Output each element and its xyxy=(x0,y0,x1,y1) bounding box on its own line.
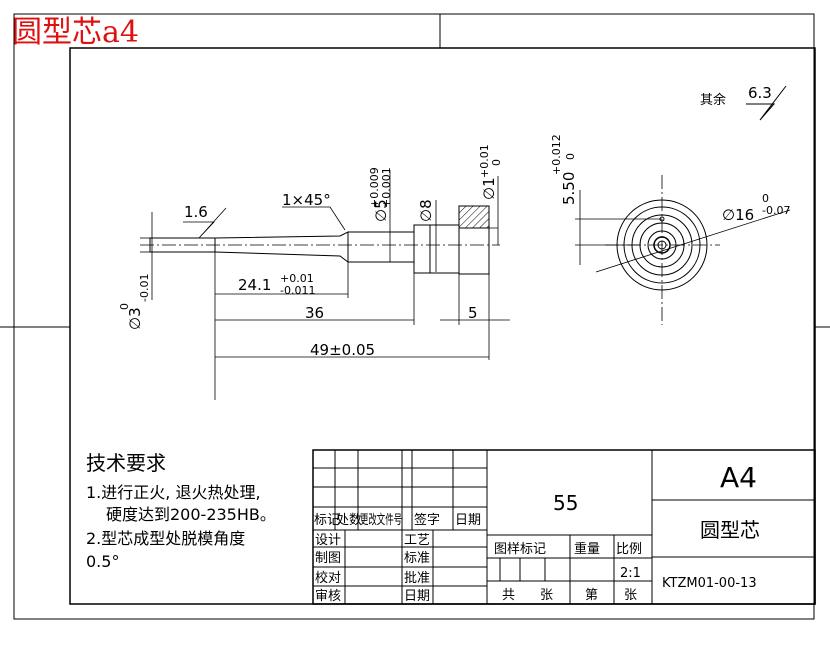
dia-3-tol-lower: -0.01 xyxy=(138,274,151,302)
dia-5-tol-lower: +0.001 xyxy=(380,167,393,208)
roughness-symbol-icon xyxy=(746,85,787,121)
dia-1-label: ∅1 xyxy=(480,177,498,200)
len-5-label: 5 xyxy=(468,304,478,322)
dia-1-tol-lower: 0 xyxy=(490,159,503,166)
len-36-label: 36 xyxy=(305,304,324,322)
tb-row-standard: 标准 xyxy=(404,551,430,566)
len-24-label: 24.1 xyxy=(238,276,271,294)
front-view-labels: 1.6 1×45° ∅3 0 -0.01 ∅5 +0.009 +0.001 ∅8… xyxy=(118,144,503,359)
tb-total-label: 共 xyxy=(502,588,515,603)
roughness-default-label: 其余 xyxy=(700,92,726,108)
dia-5-tol-upper: +0.009 xyxy=(368,167,381,208)
tech-req-heading: 技术要求 xyxy=(86,451,166,475)
len-49-label: 49±0.05 xyxy=(310,341,375,359)
front-view xyxy=(140,205,500,275)
tb-drawing-no: KTZM01-00-13 xyxy=(662,576,757,591)
tech-req-line4: 0.5° xyxy=(86,552,119,571)
tb-row-check: 校对 xyxy=(315,570,341,586)
roughness-shaft-label: 1.6 xyxy=(184,203,208,221)
tb-scale-value: 2:1 xyxy=(620,566,641,581)
title-block-grid xyxy=(312,449,816,605)
len-24-tol-upper: +0.01 xyxy=(280,272,314,285)
title-block-text: 标记 处数 更改文件号 签字 日期 设计 制图 校对 审核 工艺 标准 批准 日… xyxy=(314,461,760,604)
tb-row-approve: 批准 xyxy=(404,571,430,586)
side-view-labels: 5.50 +0.012 0 ∅16 0 -0.07 xyxy=(550,134,790,224)
tb-header-count: 处数 xyxy=(336,513,362,528)
dia-16-label: ∅16 xyxy=(722,206,754,224)
tb-sheet-no-unit: 张 xyxy=(624,588,637,603)
tb-scale-label: 比例 xyxy=(616,542,642,557)
tb-row-process: 工艺 xyxy=(404,533,430,548)
tb-material: 55 xyxy=(553,491,578,515)
tb-header-mark: 标记 xyxy=(314,513,340,528)
tech-req-line1: 1.进行正火, 退火热处理, xyxy=(86,483,261,502)
chamfer-label: 1×45° xyxy=(282,191,331,209)
tech-req-line3: 2.型芯成型处脱模角度 xyxy=(86,529,245,548)
len-24-tol-lower: -0.011 xyxy=(280,284,315,297)
dia-3-label: ∅3 xyxy=(126,307,144,330)
tb-row-design: 设计 xyxy=(315,533,341,548)
offset-55-tol-upper: +0.012 xyxy=(550,134,563,175)
dia-3-tol-upper: 0 xyxy=(118,303,131,310)
drawing-title-watermark: 圆型芯a4 xyxy=(12,15,139,50)
tb-header-change-doc: 更改文件号 xyxy=(360,513,402,528)
side-view xyxy=(605,175,720,325)
dia-5-label: ∅5 xyxy=(372,199,390,222)
tb-mark-label: 图样标记 xyxy=(494,542,546,557)
tb-part-name: 圆型芯 xyxy=(700,518,760,542)
tb-header-date: 日期 xyxy=(455,513,481,528)
offset-55-tol-lower: 0 xyxy=(564,153,577,160)
dia-16-tol-upper: 0 xyxy=(762,192,769,205)
side-view-dimensions xyxy=(575,190,791,273)
tech-req-line2: 硬度达到200-235HB。 xyxy=(106,505,276,524)
tb-row-date: 日期 xyxy=(404,589,430,604)
tb-row-review: 审核 xyxy=(315,589,341,604)
dia-8-label: ∅8 xyxy=(417,199,435,222)
tb-sheets-label: 张 xyxy=(540,588,553,603)
dia-16-tol-lower: -0.07 xyxy=(762,204,790,217)
tech-requirements: 技术要求 1.进行正火, 退火热处理, 硬度达到200-235HB。 2.型芯成… xyxy=(86,451,276,571)
dia-1-tol-upper: +0.01 xyxy=(478,144,491,178)
front-view-dimensions xyxy=(140,170,510,400)
offset-55-label: 5.50 xyxy=(560,172,578,205)
roughness-default: 其余 6.3 xyxy=(700,84,787,121)
tb-format: A4 xyxy=(720,461,757,494)
tb-weight-label: 重量 xyxy=(574,541,600,557)
tb-row-draft: 制图 xyxy=(315,551,341,566)
tb-header-sign: 签字 xyxy=(414,512,440,528)
tb-sheet-no-label: 第 xyxy=(585,588,598,603)
roughness-default-value: 6.3 xyxy=(748,84,772,102)
